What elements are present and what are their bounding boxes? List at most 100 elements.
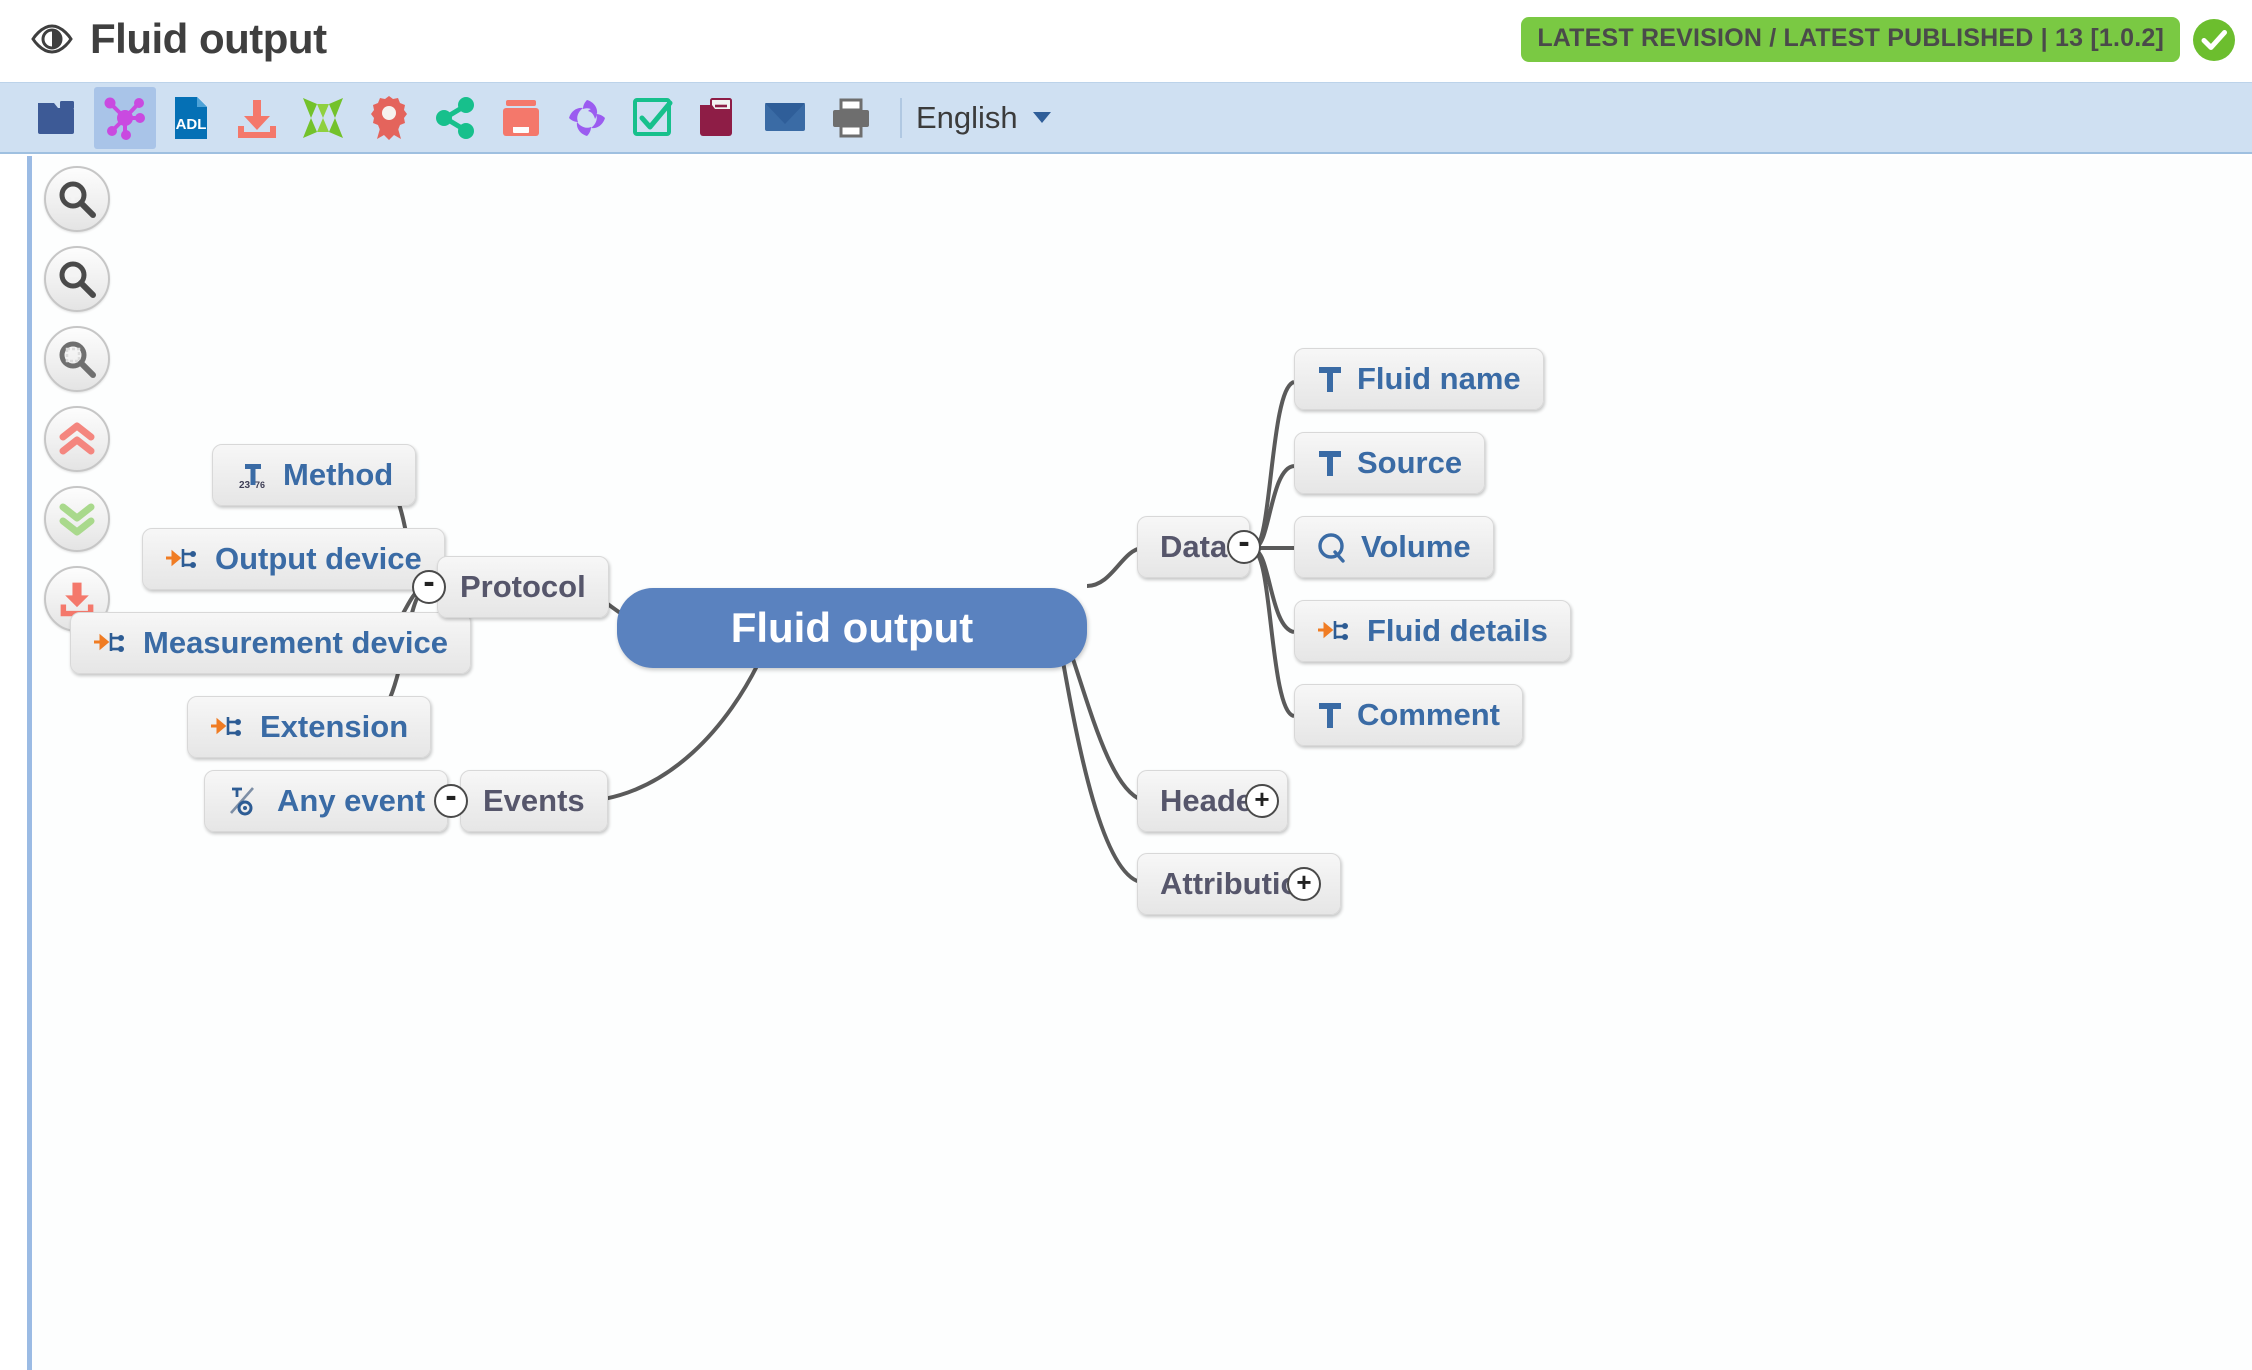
toggle-attribution[interactable]: + — [1287, 867, 1321, 901]
toggle-symbol: + — [1296, 867, 1312, 897]
mindmap-node-extension[interactable]: Extension — [187, 696, 432, 758]
canvas-tool-rail — [44, 166, 110, 632]
toggle-symbol: - — [445, 777, 457, 815]
mindmap-canvas[interactable]: Fluid output 23 76 Method Output device — [27, 156, 2252, 1370]
expand-all-icon — [59, 503, 95, 536]
node-label: Data — [1160, 529, 1228, 564]
folder-icon — [38, 100, 74, 134]
checkbox-icon — [633, 97, 673, 136]
eye-icon — [31, 24, 73, 54]
zoom-in-button[interactable] — [44, 166, 110, 232]
coded-text-icon: 23 76 — [239, 464, 265, 491]
collapse-icon — [303, 97, 343, 138]
collapse-all-button[interactable] — [44, 406, 110, 472]
mindmap-node-comment[interactable]: Comment — [1294, 684, 1523, 746]
adl-button[interactable]: ADL — [160, 87, 222, 149]
expand-all-button[interactable] — [44, 486, 110, 552]
zoom-out-button[interactable] — [44, 246, 110, 312]
node-label: Source — [1357, 445, 1463, 480]
folder-button[interactable] — [28, 87, 90, 149]
text-icon — [1319, 451, 1341, 476]
root-node-label: Fluid output — [730, 604, 974, 651]
mindmap-node-output-device[interactable]: Output device — [142, 528, 445, 590]
mindmap-connectors — [361, 380, 1296, 884]
mindmap-node-method[interactable]: 23 76 Method — [212, 444, 417, 506]
node-label: Protocol — [460, 569, 586, 604]
toggle-header[interactable]: + — [1245, 784, 1279, 818]
node-label: Volume — [1361, 529, 1471, 564]
mindmap-root-node[interactable]: Fluid output — [617, 588, 1087, 668]
rosette-icon — [371, 95, 407, 140]
archive-box-icon — [503, 99, 539, 136]
swirl-icon — [569, 99, 605, 136]
page-header: Fluid output LATEST REVISION / LATEST PU… — [0, 0, 2252, 82]
toggle-events[interactable]: - — [434, 779, 468, 818]
status-badge: LATEST REVISION / LATEST PUBLISHED | 13 … — [1521, 17, 2180, 62]
toggle-protocol[interactable]: - — [412, 565, 446, 604]
text-icon — [1319, 367, 1341, 392]
page-title: Fluid output — [90, 15, 327, 62]
mindmap-node-fluid-details[interactable]: Fluid details — [1294, 600, 1571, 662]
node-label: Output device — [215, 541, 422, 576]
print-button[interactable] — [820, 87, 882, 149]
toggle-data[interactable]: - — [1227, 525, 1261, 564]
node-label: Any event — [277, 783, 426, 818]
share-button[interactable] — [424, 87, 486, 149]
slot-ref-icon — [211, 717, 241, 736]
slot-ref-icon — [166, 549, 196, 568]
validate-button[interactable] — [622, 87, 684, 149]
mindmap-node-protocol[interactable]: Protocol — [437, 556, 609, 618]
language-select[interactable]: English — [916, 100, 1052, 136]
node-label: Extension — [260, 709, 409, 744]
toggle-symbol: - — [423, 563, 435, 601]
node-label: Fluid name — [1357, 361, 1521, 396]
language-label: English — [916, 99, 1018, 135]
quantity-icon — [1318, 533, 1345, 563]
mindmap-node-events[interactable]: Events — [460, 770, 608, 832]
archive-button[interactable] — [490, 87, 552, 149]
download-icon — [238, 99, 276, 138]
collapse-all-icon — [59, 422, 95, 455]
status-group: LATEST REVISION / LATEST PUBLISHED | 13 … — [1521, 17, 2236, 62]
text-icon — [1319, 703, 1341, 728]
download-button[interactable] — [226, 87, 288, 149]
check-circle-icon — [2193, 18, 2235, 61]
slot-ref-icon — [94, 633, 124, 652]
node-label: Method — [283, 457, 394, 492]
node-label: Measurement device — [143, 625, 448, 660]
toolbar-divider — [900, 97, 902, 138]
svg-text:76: 76 — [255, 480, 265, 490]
adl-file-icon: ADL — [175, 96, 207, 139]
folder-document-icon — [700, 97, 732, 136]
collapse-button[interactable] — [292, 87, 354, 149]
certified-button[interactable] — [358, 87, 420, 149]
svg-text:23: 23 — [239, 480, 251, 491]
mail-button[interactable] — [754, 87, 816, 149]
mindmap-button[interactable] — [94, 86, 156, 149]
main-toolbar: ADL — [0, 82, 2252, 154]
toggle-symbol: - — [1238, 523, 1250, 561]
mindmap-node-any-event[interactable]: Any event — [204, 770, 449, 832]
node-label: Fluid details — [1367, 613, 1548, 648]
slot-ref-icon — [1318, 621, 1348, 640]
zoom-fit-button[interactable] — [44, 326, 110, 392]
node-label: Comment — [1357, 697, 1500, 732]
mail-icon — [765, 102, 805, 131]
share-icon — [436, 96, 474, 139]
zoom-fit-icon — [59, 341, 96, 378]
mindmap-node-measurement-device[interactable]: Measurement device — [70, 612, 471, 674]
node-label: Events — [483, 783, 585, 818]
svg-text:ADL: ADL — [176, 116, 207, 133]
chevron-down-icon — [1032, 112, 1051, 123]
transform-button[interactable] — [556, 87, 618, 149]
documents-button[interactable] — [688, 87, 750, 149]
title-group: Fluid output — [30, 18, 327, 60]
printer-icon — [833, 98, 869, 137]
mindmap-node-source[interactable]: Source — [1294, 432, 1486, 494]
mindmap-node-volume[interactable]: Volume — [1294, 516, 1494, 578]
toggle-symbol: + — [1254, 784, 1270, 814]
any-event-icon — [230, 787, 254, 816]
mindmap-node-fluid-name[interactable]: Fluid name — [1294, 348, 1544, 410]
zoom-in-icon — [59, 181, 96, 218]
